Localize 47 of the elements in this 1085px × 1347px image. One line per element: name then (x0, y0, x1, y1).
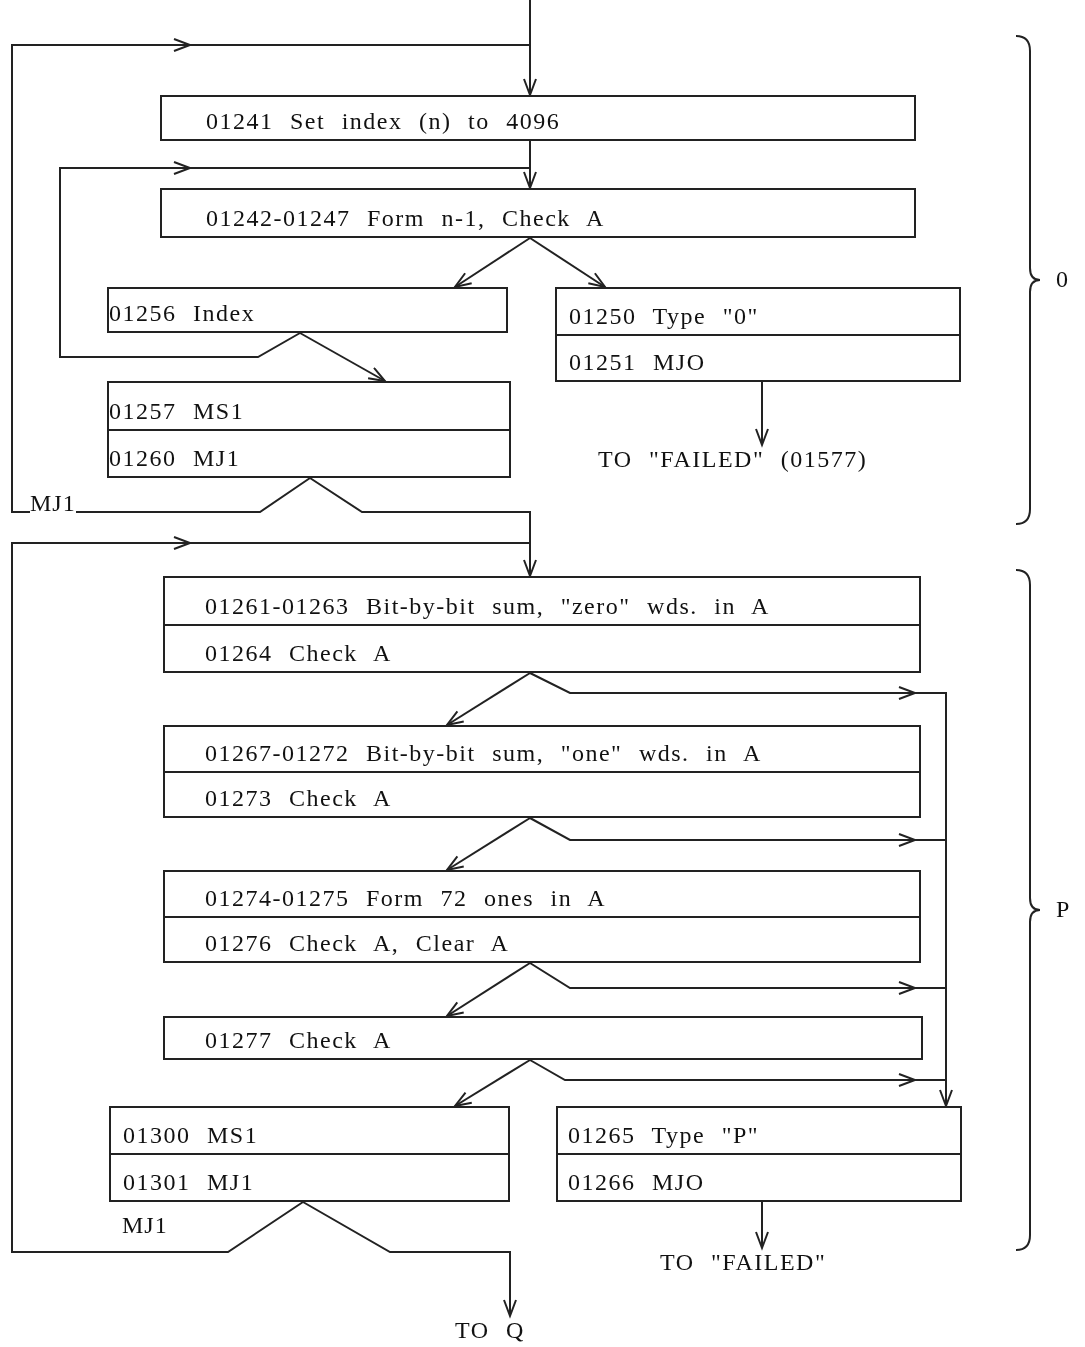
step-text: 01261-01263 Bit-by-bit sum, "zero" wds. in A (205, 591, 770, 620)
process-box (163, 870, 921, 963)
step-text: 01251 MJO (569, 348, 706, 376)
arrow (755, 1201, 769, 1249)
arrow (454, 1059, 531, 1107)
arrow (529, 237, 606, 288)
step-text: 01267-01272 Bit-by-bit sum, "one" wds. in A (205, 738, 762, 767)
arrow (454, 237, 531, 288)
arrow (302, 1201, 517, 1317)
arrow (755, 381, 769, 446)
step-text: 01260 MJ1 (109, 444, 241, 472)
arrow (446, 817, 531, 871)
terminal-text: TO Q (455, 1316, 525, 1346)
step-text: 01265 Type "P" (568, 1121, 760, 1149)
arrow (59, 161, 531, 358)
step-text: 01250 Type "0" (569, 301, 759, 330)
step-text: 01256 Index (109, 299, 256, 327)
step-text: 01266 MJO (568, 1168, 705, 1196)
step-text: 01274-01275 Form 72 ones in A (205, 883, 607, 912)
step-text: 01241 Set index (n) to 4096 (206, 107, 561, 135)
step-text: 01300 MS1 (123, 1121, 259, 1149)
process-box (163, 1016, 923, 1060)
step-text: 01276 Check A, Clear A (205, 929, 510, 957)
process-box (160, 95, 916, 141)
arrow (11, 38, 531, 513)
process-box (107, 287, 508, 333)
process-box (107, 381, 511, 478)
arrow (523, 542, 537, 577)
process-box (556, 1106, 962, 1202)
step-text: 01264 Check A (205, 639, 392, 667)
terminal-text: TO "FAILED" (01577) (598, 445, 908, 475)
arrow (446, 672, 531, 726)
process-box (160, 188, 916, 238)
process-box (163, 576, 921, 673)
step-text: 01242-01247 Form n-1, Check A (206, 204, 605, 232)
step-text: 01277 Check A (205, 1026, 392, 1054)
arrow (11, 536, 531, 1253)
process-box (163, 725, 921, 818)
step-text: 01301 MJ1 (123, 1168, 255, 1196)
arrow (299, 332, 386, 382)
step-text: 01273 Check A (205, 784, 392, 812)
arrow (446, 962, 531, 1017)
terminal-text: TO "FAILED" (660, 1248, 840, 1278)
process-box (109, 1106, 510, 1202)
step-text: 01257 MS1 (109, 396, 245, 425)
process-box (555, 287, 961, 382)
arrow (523, 44, 537, 96)
